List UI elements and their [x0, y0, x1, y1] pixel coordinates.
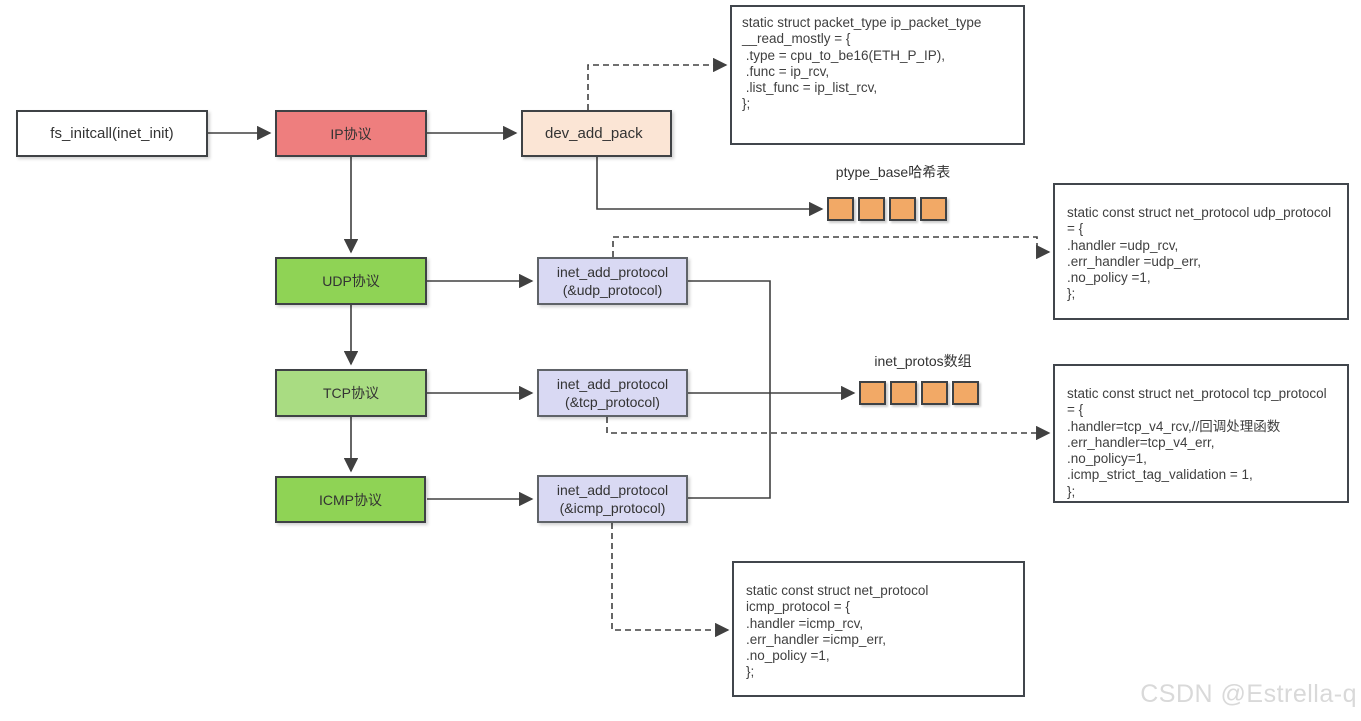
code-line: .err_handler =icmp_err, — [746, 631, 886, 647]
code-line: static const struct net_protocol — [746, 583, 929, 598]
hash-cell — [858, 197, 885, 221]
node-icmp-protocol: ICMP协议 — [275, 476, 426, 523]
inet-protos-cells — [859, 381, 979, 405]
code-line: .no_policy =1, — [746, 648, 830, 664]
node-ip-protocol: IP协议 — [275, 110, 427, 157]
node-tcp-protocol: TCP协议 — [275, 369, 427, 417]
code-line: .handler =icmp_rcv, — [746, 615, 864, 631]
inet-add-tcp-line1: inet_add_protocol — [556, 376, 669, 392]
array-cell — [952, 381, 979, 405]
code-line: .func = ip_rcv, — [742, 63, 830, 79]
code-line: .handler=tcp_v4_rcv,//回调处理函数 — [1067, 418, 1281, 434]
code-line: __read_mostly = { — [742, 31, 851, 47]
node-udp-protocol-label: UDP协议 — [322, 273, 380, 289]
csdn-watermark: CSDN @Estrella-q — [1140, 680, 1357, 708]
code-line: = { — [1067, 402, 1084, 418]
node-tcp-protocol-label: TCP协议 — [323, 385, 379, 401]
code-line: .type = cpu_to_be16(ETH_P_IP), — [742, 47, 945, 63]
dashed-arrow-devaddpack-to-ippackettype — [587, 57, 728, 110]
code-box-ip-packet-type-text: static struct packet_type ip_packet_type… — [732, 7, 1023, 121]
code-line: .icmp_strict_tag_validation = 1, — [1067, 467, 1253, 483]
inet-protos-label: inet_protos数组 — [874, 353, 972, 369]
code-line: }; — [742, 96, 751, 112]
node-icmp-protocol-label: ICMP协议 — [319, 491, 382, 508]
code-line: static const struct net_protocol tcp_pro… — [1067, 386, 1327, 401]
node-udp-protocol: UDP协议 — [275, 257, 427, 305]
code-line: = { — [1067, 221, 1084, 237]
node-fs-initcall: fs_initcall(inet_init) — [16, 110, 208, 157]
inet-add-icmp-line2: (&icmp_protocol) — [559, 500, 666, 516]
array-cell — [859, 381, 886, 405]
dashed-arrow-inetadd-to-icmpprotocol — [611, 523, 730, 638]
hash-cell — [889, 197, 916, 221]
ptype-base-cells — [827, 197, 947, 221]
inet-add-udp-line2: (&udp_protocol) — [562, 282, 663, 298]
code-box-udp-protocol-text: static const struct net_protocol udp_pro… — [1055, 185, 1347, 323]
hash-cell — [920, 197, 947, 221]
code-line: icmp_protocol = { — [746, 599, 850, 615]
code-line: .handler =udp_rcv, — [1067, 237, 1179, 253]
array-cell — [890, 381, 917, 405]
code-box-tcp-protocol: static const struct net_protocol tcp_pro… — [1053, 364, 1349, 503]
code-line: static struct packet_type ip_packet_type — [742, 15, 982, 30]
code-box-udp-protocol: static const struct net_protocol udp_pro… — [1053, 183, 1349, 320]
inet-add-tcp-line2: (&tcp_protocol) — [565, 394, 660, 410]
code-line: .err_handler =udp_err, — [1067, 253, 1201, 269]
arrow-devaddpack-to-ptypebase — [596, 157, 824, 217]
node-fs-initcall-label: fs_initcall(inet_init) — [50, 125, 174, 142]
dashed-arrow-inetadd-to-tcpprotocol — [606, 417, 1051, 441]
dashed-arrow-inetadd-to-udpprotocol — [612, 236, 1051, 260]
node-inet-add-protocol-icmp: inet_add_protocol (&icmp_protocol) — [537, 475, 688, 523]
inet-add-icmp-line1: inet_add_protocol — [556, 482, 669, 498]
code-box-tcp-protocol-text: static const struct net_protocol tcp_pro… — [1055, 366, 1347, 520]
node-dev-add-pack: dev_add_pack — [521, 110, 672, 157]
array-cell — [921, 381, 948, 405]
connector-inetadd-bus — [688, 280, 771, 499]
ptype-base-label: ptype_base哈希表 — [835, 164, 951, 180]
inet-add-udp-line1: inet_add_protocol — [556, 264, 669, 280]
code-line: .no_policy=1, — [1067, 451, 1147, 467]
hash-cell — [827, 197, 854, 221]
code-box-ip-packet-type: static struct packet_type ip_packet_type… — [730, 5, 1025, 145]
code-line: .err_handler=tcp_v4_err, — [1067, 434, 1215, 450]
node-inet-add-protocol-udp: inet_add_protocol (&udp_protocol) — [537, 257, 688, 305]
node-inet-add-protocol-tcp: inet_add_protocol (&tcp_protocol) — [537, 369, 688, 417]
code-line: .no_policy =1, — [1067, 270, 1151, 286]
code-line: }; — [1067, 286, 1076, 302]
code-line: static const struct net_protocol udp_pro… — [1067, 205, 1332, 220]
code-line: }; — [1067, 483, 1076, 499]
node-ip-protocol-label: IP协议 — [330, 125, 372, 142]
code-line: }; — [746, 664, 755, 680]
node-dev-add-pack-label: dev_add_pack — [545, 125, 643, 142]
code-line: .list_func = ip_list_rcv, — [742, 80, 878, 96]
